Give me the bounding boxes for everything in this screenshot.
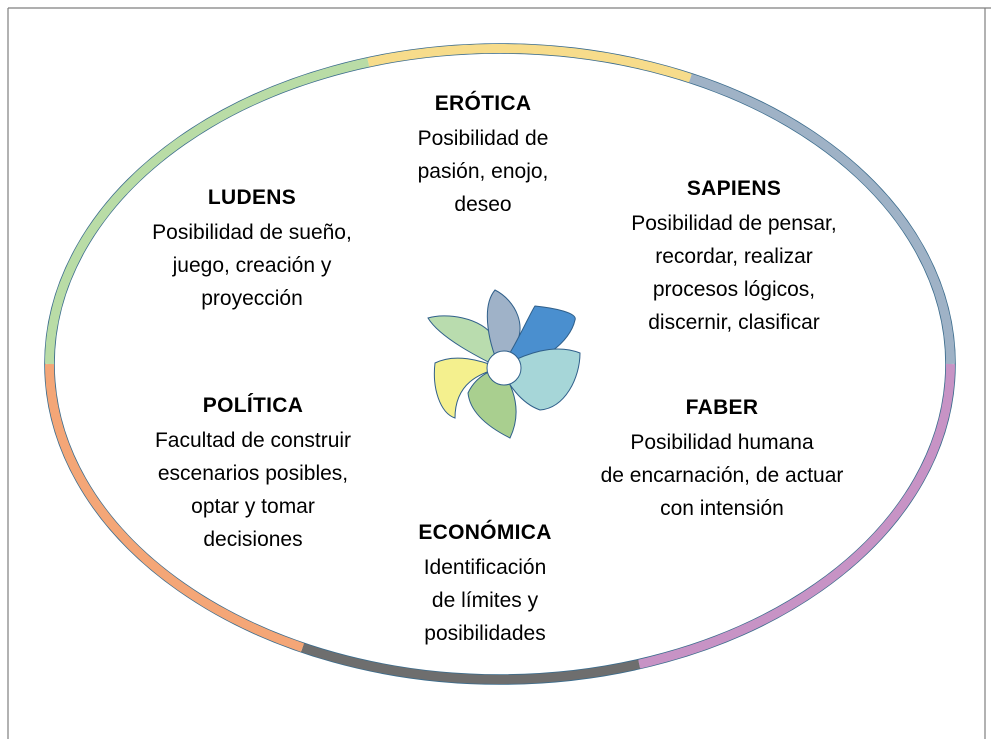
ring-segment-upper-right [689,73,955,365]
block-erotica-line: pasión, enojo, [417,160,549,183]
block-sapiens-line: recordar, realizar [655,245,813,268]
block-ludens-line: Posibilidad de sueño, [152,221,352,244]
block-sapiens-line: Posibilidad de pensar, [631,212,837,235]
block-faber: FABER Posibilidad humana de encarnación,… [567,396,877,525]
block-faber-line: de encarnación, de actuar [600,464,844,487]
block-politica-line: Facultad de construir [154,429,352,452]
block-faber-line: con intensión [660,497,784,520]
flower-center [486,350,522,386]
block-ludens-line: juego, creación y [172,254,332,277]
flower-petal-green [467,367,517,439]
block-economica: ECONÓMICA Identificación de límites y po… [380,521,590,650]
block-faber-title: FABER [685,396,759,419]
block-politica-line: decisiones [203,528,303,551]
block-faber-line: Posibilidad humana [630,431,814,454]
block-politica-line: escenarios posibles, [157,462,349,485]
block-economica-line: de límites y [431,589,539,612]
block-economica-title: ECONÓMICA [418,521,552,544]
block-ludens-desc: Posibilidad de sueño, juego, creación y … [118,216,386,315]
block-ludens: LUDENS Posibilidad de sueño, juego, crea… [118,186,386,315]
ring-segment-top [367,44,692,83]
block-politica-desc: Facultad de construir escenarios posible… [122,424,384,556]
ring-segment-bottom [301,643,641,684]
block-erotica: ERÓTICA Posibilidad de pasión, enojo, de… [383,92,583,221]
block-sapiens-desc: Posibilidad de pensar, recordar, realiza… [600,207,868,339]
block-faber-desc: Posibilidad humana de encarnación, de ac… [567,426,877,525]
ring-segment-lower-right [638,363,955,669]
block-erotica-desc: Posibilidad de pasión, enojo, deseo [383,122,583,221]
flower-petal-lightgreen [427,315,501,369]
flower-petal-yellow [433,357,502,419]
block-politica-title: POLÍTICA [202,394,304,417]
block-erotica-line: deseo [454,193,512,216]
block-ludens-line: proyección [201,287,303,310]
block-sapiens-line: discernir, clasificar [648,311,820,334]
block-sapiens-line: procesos lógicos, [652,278,816,301]
ring-segment-lower-left [45,363,305,652]
flower-icon [427,289,581,439]
block-ludens-title: LUDENS [207,186,297,209]
block-sapiens-title: SAPIENS [686,177,782,200]
block-erotica-title: ERÓTICA [434,92,532,115]
block-economica-line: posibilidades [424,622,546,645]
ring-segment-upper-left [45,57,370,365]
block-economica-desc: Identificación de límites y posibilidade… [380,551,590,650]
block-politica-line: optar y tomar [191,495,315,518]
block-sapiens: SAPIENS Posibilidad de pensar, recordar,… [600,177,868,339]
block-erotica-line: Posibilidad de [417,127,549,150]
block-economica-line: Identificación [423,556,547,579]
block-politica: POLÍTICA Facultad de construir escenario… [122,394,384,556]
